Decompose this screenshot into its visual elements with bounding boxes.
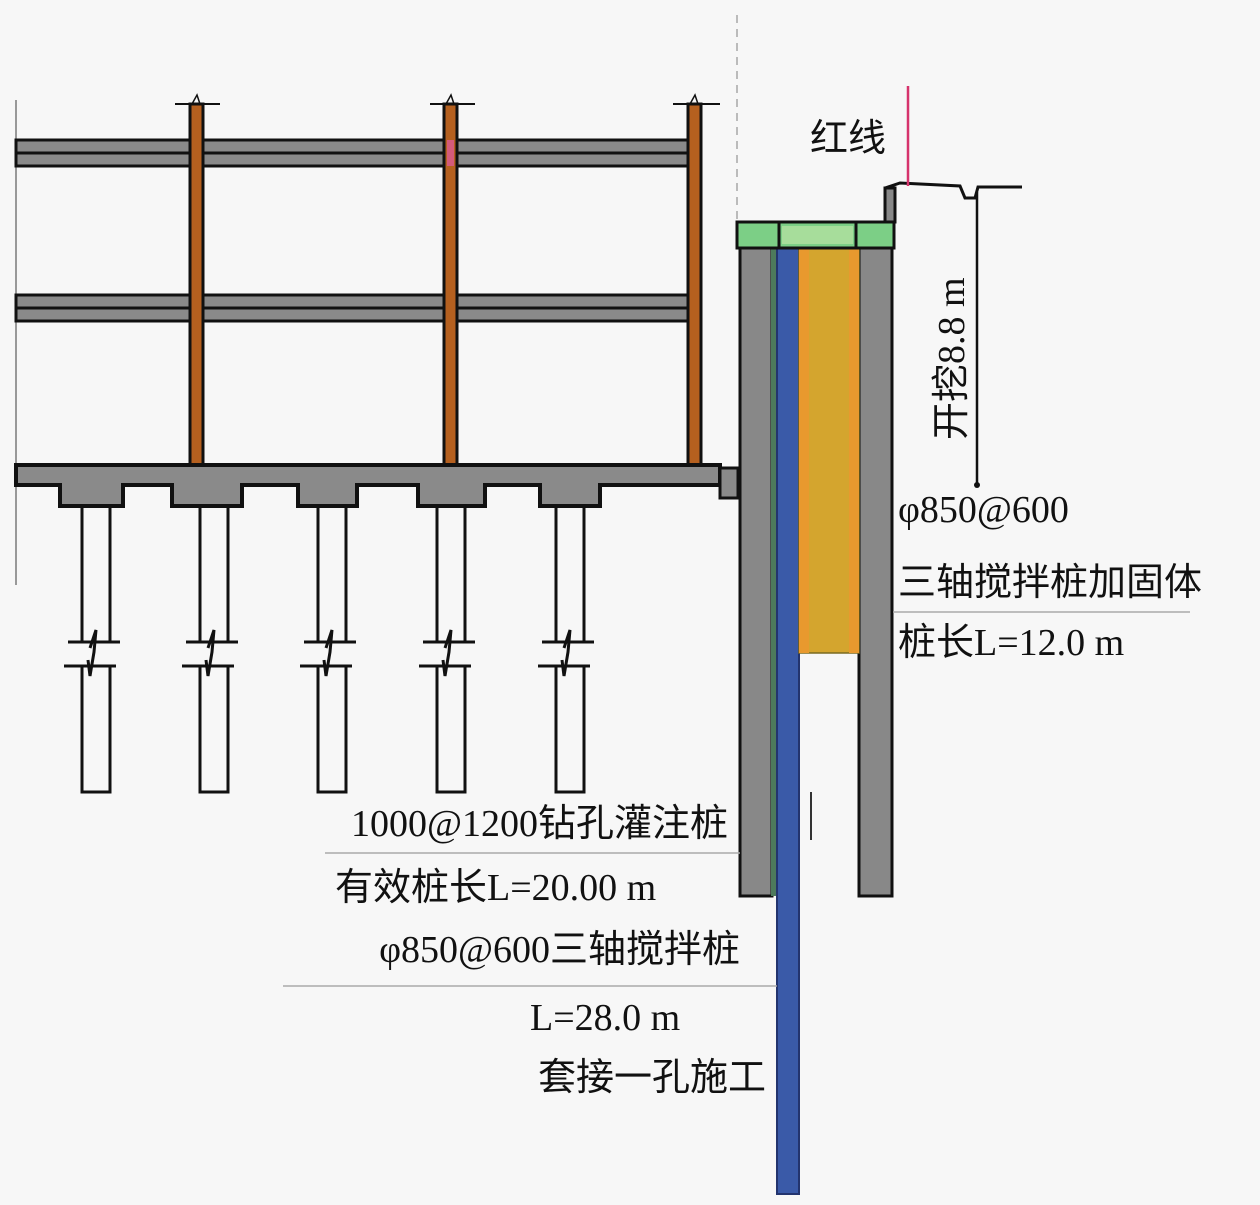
slab-edge-detail xyxy=(718,466,740,500)
triaxial-mixing-pile xyxy=(776,247,800,1195)
foundation-pile xyxy=(419,506,475,794)
bored-pile-spec-label: 1000@1200钻孔灌注桩 xyxy=(351,803,728,845)
foundation-slab xyxy=(14,463,722,508)
pile-interface-strip xyxy=(771,248,777,896)
floor-beam-upper xyxy=(14,138,690,168)
reinforcement-edge-right xyxy=(849,248,859,653)
capping-beam xyxy=(735,220,896,250)
reinforcement-name-label: 三轴搅拌桩加固体 xyxy=(898,562,1202,604)
building-column xyxy=(673,93,720,468)
dimension-endpoint xyxy=(974,482,980,488)
mixing-pile-note-label: 套接一孔施工 xyxy=(538,1057,766,1099)
excavation-depth-label: 开挖8.8 m xyxy=(931,277,973,440)
ground-surface xyxy=(883,181,1022,224)
floor-beam-middle xyxy=(14,293,690,323)
reinforcement-length-label: 桩长L=12.0 m xyxy=(898,622,1124,664)
reinforcement-edge-left xyxy=(799,248,809,653)
mixing-pile-spec-label: φ850@600三轴搅拌桩 xyxy=(379,929,740,971)
bored-pile-left xyxy=(738,246,774,898)
foundation-pile xyxy=(538,506,594,794)
reinforcement-spec-label: φ850@600 xyxy=(898,489,1069,531)
foundation-pile xyxy=(64,506,120,794)
foundation-pile xyxy=(182,506,238,794)
red-line-label: 红线 xyxy=(810,118,886,160)
bored-pile-length-label: 有效桩长L=20.00 m xyxy=(335,867,656,909)
mixing-pile-length-label: L=28.0 m xyxy=(530,997,680,1039)
foundation-pile xyxy=(300,506,356,794)
bored-pile-right xyxy=(857,246,894,898)
